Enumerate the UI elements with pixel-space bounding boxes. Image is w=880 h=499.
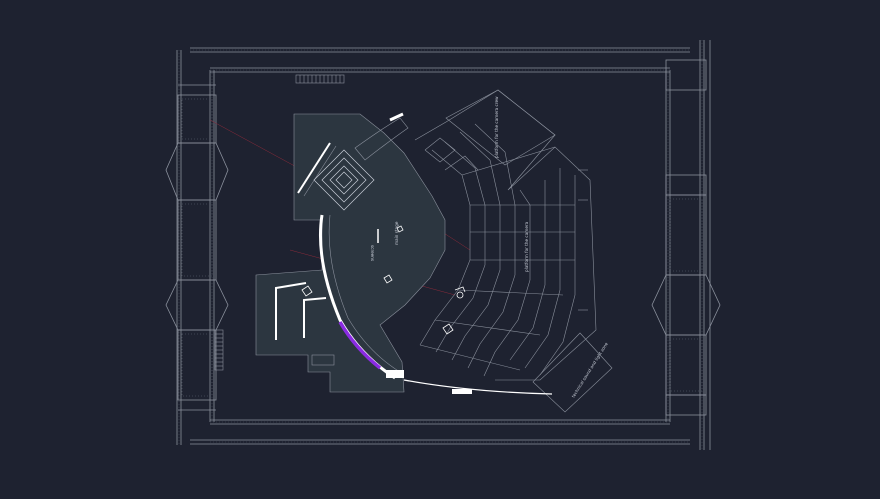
- top-screen-bar: [297, 142, 331, 194]
- camera-icon: [442, 286, 466, 335]
- camera-crew-platform: platform for the camera crew: [445, 89, 556, 166]
- upper-arc: [354, 117, 409, 161]
- curved-inner-line: [328, 214, 401, 373]
- screens-label: screens: [370, 245, 375, 261]
- camera-platform-label: platform for the camera: [524, 221, 529, 272]
- top-stair: [295, 74, 345, 84]
- left-bays: [165, 84, 229, 411]
- left-frames: [275, 282, 327, 340]
- technical-zone-label: technical sound and light zone: [571, 341, 609, 398]
- camera-crew-label: platform for the camera crew: [494, 96, 499, 158]
- front-edge: [403, 379, 553, 395]
- right-bays: [651, 59, 721, 416]
- building-walls: [176, 40, 711, 450]
- left-stair: [214, 329, 224, 371]
- stage-floor: [255, 113, 446, 393]
- audience-seating: [414, 89, 597, 381]
- curved-screen-purple: [338, 321, 382, 370]
- technical-zone: technical sound and light zone: [532, 332, 613, 413]
- main-stage-label: main stage: [394, 221, 399, 245]
- stage-area: screens main stage: [255, 112, 446, 393]
- chair-icon: [301, 225, 404, 297]
- square-platform: [313, 149, 375, 211]
